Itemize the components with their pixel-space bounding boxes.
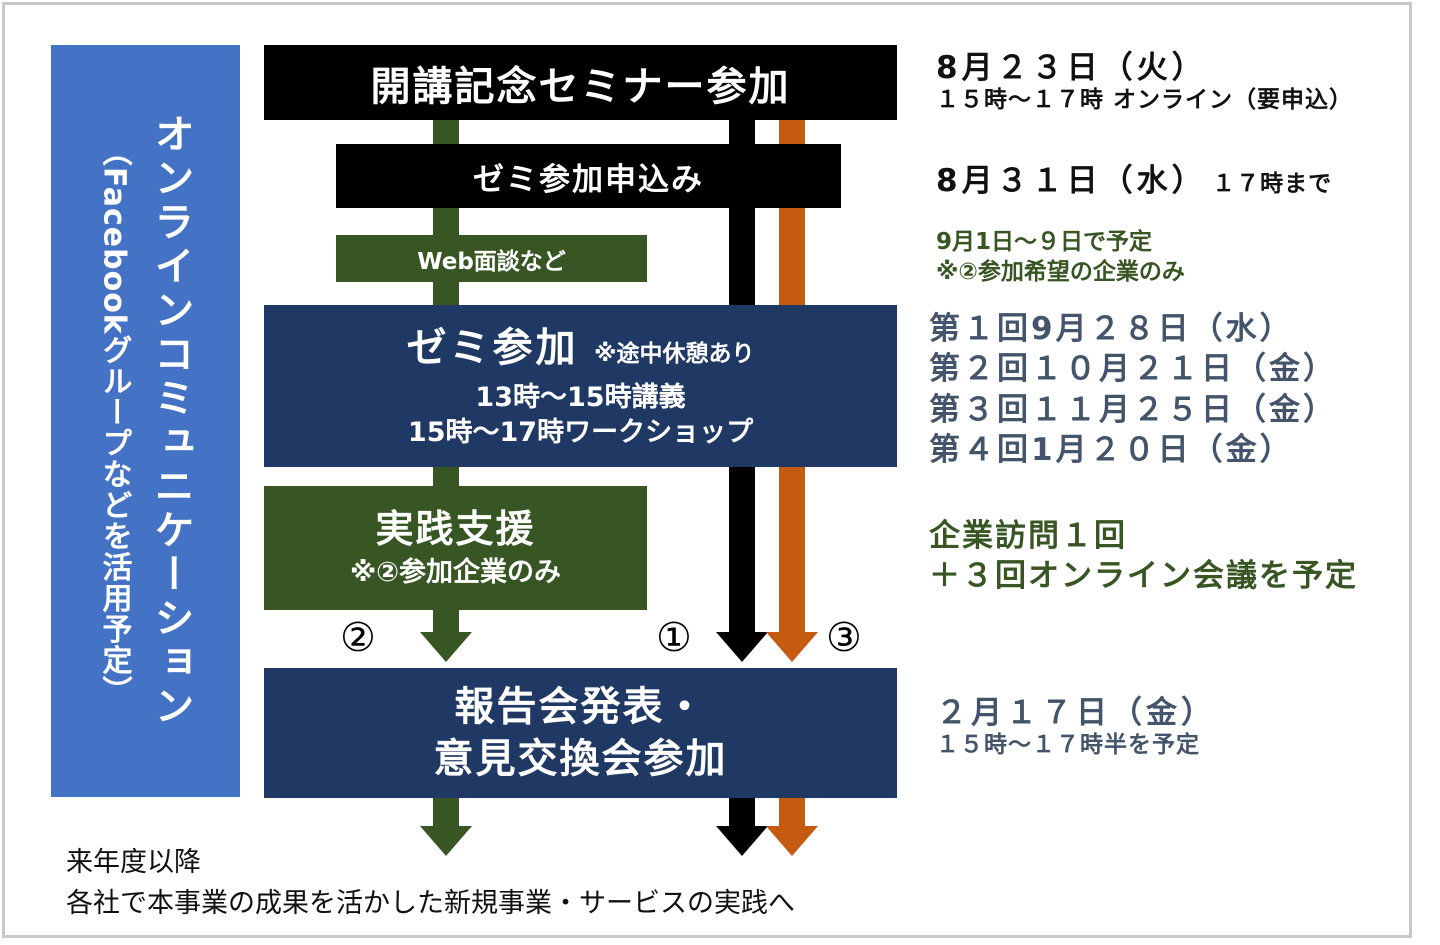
interview-schedule: 9月1日～９日で予定 ※②参加希望の企業のみ [936, 228, 1185, 288]
zemi-date-3: 第３回１１月２５日（金） [929, 391, 1337, 428]
zemi-lecture-time: 13時～15時講義 [475, 381, 686, 413]
future-note-line2: 各社で本事業の成果を活かした新規事業・サービスの実践へ [66, 887, 795, 919]
web-interview-box: Web面談など [336, 235, 647, 282]
support-visit: 企業訪問１回 [929, 518, 1127, 554]
report-date: ２月１７日（金） [936, 695, 1216, 731]
track-3-arrow-icon [766, 632, 818, 662]
zemi-date-1: 第１回9月２８日（水） [929, 311, 1294, 347]
opening-seminar-box: 開講記念セミナー参加 [264, 45, 897, 120]
track-1-next-arrow-icon [716, 826, 768, 856]
online-communication-panel: オンラインコミュニケーション （Facebookグループなどを活用予定） [51, 45, 240, 797]
zemi-note: ※途中休憩あり [594, 340, 755, 367]
practice-support-note: ※②参加企業のみ [349, 557, 562, 589]
support-online: ＋３回オンライン会議を予定 [929, 558, 1358, 595]
report-line2: 意見交換会参加 [433, 736, 728, 782]
track-1-label: ① [656, 615, 692, 661]
track-3-next-arrow-icon [766, 826, 818, 856]
track-1-line-after [729, 798, 755, 828]
track-3-label: ③ [826, 615, 862, 661]
track-2-next-arrow-icon [420, 826, 472, 856]
zemi-date-2: 第２回１０月２１日（金） [929, 351, 1337, 388]
opening-seminar-label: 開講記念セミナー参加 [370, 63, 791, 110]
zemi-workshop-time: 15時～17時ワークショップ [407, 417, 754, 448]
track-2-label: ② [340, 615, 376, 661]
future-note-line1: 来年度以降 [66, 847, 201, 878]
zemi-application-box: ゼミ参加申込み [336, 144, 841, 208]
application-detail: １７時まで [1212, 171, 1333, 197]
report-schedule: ２月１７日（金） １５時～１７時半を予定 [936, 695, 1216, 759]
zemi-schedule: 第１回9月２８日（水） 第２回１０月２１日（金） 第３回１１月２５日（金） 第４… [929, 309, 1337, 470]
track-2-arrow-icon [420, 632, 472, 662]
online-communication-title: オンラインコミュニケーション [147, 113, 194, 729]
opening-date: 8月２３日（火） [936, 50, 1207, 86]
practice-support-title: 実践支援 [375, 507, 536, 552]
report-detail: １５時～１７時半を予定 [936, 731, 1200, 758]
zemi-application-label: ゼミ参加申込み [473, 161, 704, 198]
practice-support-box: 実践支援 ※②参加企業のみ [264, 486, 647, 610]
track-3-line-after [779, 798, 805, 828]
application-schedule: 8月３１日（水） １７時まで [936, 163, 1332, 200]
web-interview-label: Web面談など [417, 248, 566, 275]
support-schedule: 企業訪問１回 ＋３回オンライン会議を予定 [929, 516, 1358, 597]
opening-detail: １５時～１７時 オンライン（要申込） [936, 86, 1354, 113]
zemi-box: ゼミ参加 ※途中休憩あり 13時～15時講義 15時～17時ワークショップ [264, 305, 897, 467]
interview-note: ※②参加希望の企業のみ [936, 258, 1185, 285]
zemi-heading: ゼミ参加 ※途中休憩あり [407, 322, 755, 374]
online-communication-subtitle: （Facebookグループなどを活用予定） [96, 135, 132, 707]
application-date: 8月３１日（水） [936, 163, 1207, 199]
zemi-title: ゼミ参加 [406, 324, 579, 371]
track-2-line-after [433, 798, 459, 828]
future-note: 来年度以降 各社で本事業の成果を活かした新規事業・サービスの実践へ [66, 843, 795, 924]
report-line1: 報告会発表・ [454, 684, 707, 730]
track-1-arrow-icon [716, 632, 768, 662]
opening-schedule: 8月２３日（火） １５時～１７時 オンライン（要申込） [936, 50, 1353, 114]
interview-period: 9月1日～９日で予定 [936, 229, 1153, 255]
zemi-date-4: 第４回1月２０日（金） [929, 431, 1294, 468]
report-box: 報告会発表・ 意見交換会参加 [264, 668, 897, 798]
